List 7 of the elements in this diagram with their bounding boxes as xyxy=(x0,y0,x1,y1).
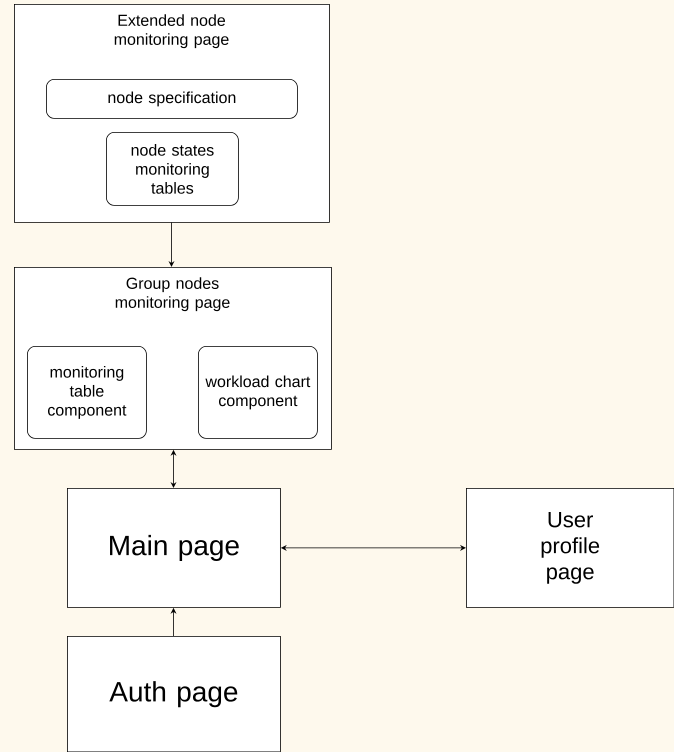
page-box: Main page xyxy=(67,488,281,608)
page-box: Auth page xyxy=(67,636,281,752)
component-box: node specification xyxy=(46,79,298,119)
page-box: User profile page xyxy=(466,488,674,608)
component-box: node states monitoring tables xyxy=(106,132,239,206)
component-box: monitoring table component xyxy=(27,346,147,439)
component-box: workload chart component xyxy=(198,346,318,439)
